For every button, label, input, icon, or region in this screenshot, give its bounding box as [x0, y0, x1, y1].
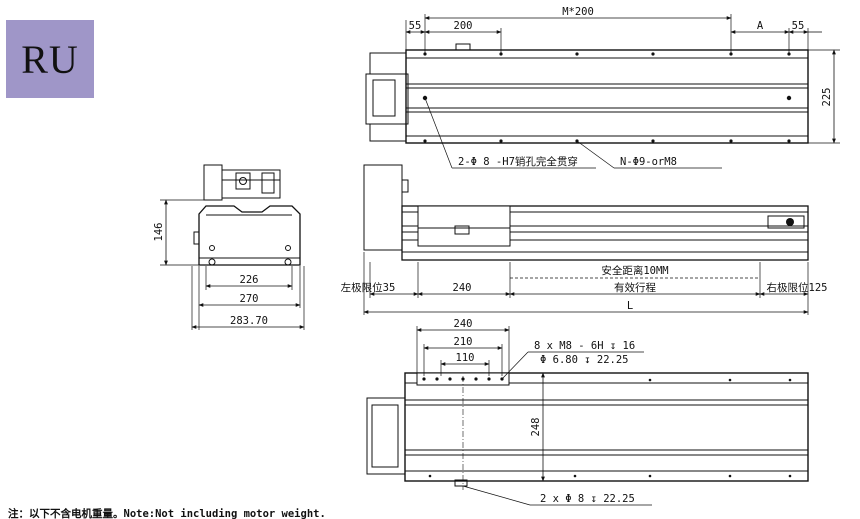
front-body — [401, 205, 809, 261]
front-view — [363, 164, 809, 315]
front-motor — [363, 164, 403, 251]
side-motor-mount — [221, 169, 281, 199]
callout-pins: 2 x Φ 8 ↧ 22.25 — [540, 493, 635, 505]
callout-pin-holes: 2-Φ 8 -H7销孔完全贯穿 — [458, 155, 578, 168]
dim-side-270: 270 — [240, 293, 259, 305]
top-body — [405, 49, 809, 144]
bottom-motor — [366, 397, 406, 475]
side-view — [160, 164, 305, 330]
label-carriage-240: 240 — [453, 282, 472, 294]
callout-mount-holes: N-Φ9-orM8 — [620, 156, 677, 168]
top-clamp — [455, 43, 471, 51]
dim-bottom-240: 240 — [454, 318, 473, 330]
dim-bottom-210: 210 — [454, 336, 473, 348]
dim-bottom-110: 110 — [456, 352, 475, 364]
dim-side-height: 146 — [153, 223, 165, 242]
label-safety-distance: 安全距离10MM — [601, 264, 668, 277]
footer-note: 注：以下不含电机重量。Note:Not including motor weig… — [8, 508, 326, 519]
dimension-labels: M*200 55 200 A 55 225 2-Φ 8 -H7销孔完全贯穿 N-… — [153, 6, 833, 505]
dim-top-height: 225 — [821, 88, 833, 107]
label-length: L — [627, 300, 633, 312]
region-badge: RU — [6, 20, 94, 98]
dim-left-end: 55 — [409, 20, 422, 32]
dim-a: A — [757, 20, 764, 32]
dim-side-283: 283.70 — [230, 315, 268, 327]
top-mounting-holes — [422, 52, 792, 143]
side-motor — [203, 164, 223, 201]
side-profile — [198, 205, 301, 266]
dim-bottom-248: 248 — [530, 418, 542, 437]
bottom-body — [404, 372, 809, 482]
bottom-holes — [422, 377, 792, 478]
label-right-limit: 右极限位125 — [767, 281, 828, 294]
top-view — [365, 14, 840, 169]
region-badge-label: RU — [21, 36, 79, 82]
callout-thread: 8 x M8 - 6H ↧ 16 — [534, 340, 635, 352]
label-stroke: 有效行程 — [614, 281, 656, 294]
callout-drill: Φ 6.80 ↧ 22.25 — [540, 354, 629, 366]
dim-side-226: 226 — [240, 274, 259, 286]
bottom-view — [366, 326, 809, 506]
dim-right-end: 55 — [792, 20, 805, 32]
label-left-limit: 左极限位35 — [341, 281, 396, 294]
dim-pitch: 200 — [454, 20, 473, 32]
dim-m-pitch: M*200 — [562, 6, 594, 18]
